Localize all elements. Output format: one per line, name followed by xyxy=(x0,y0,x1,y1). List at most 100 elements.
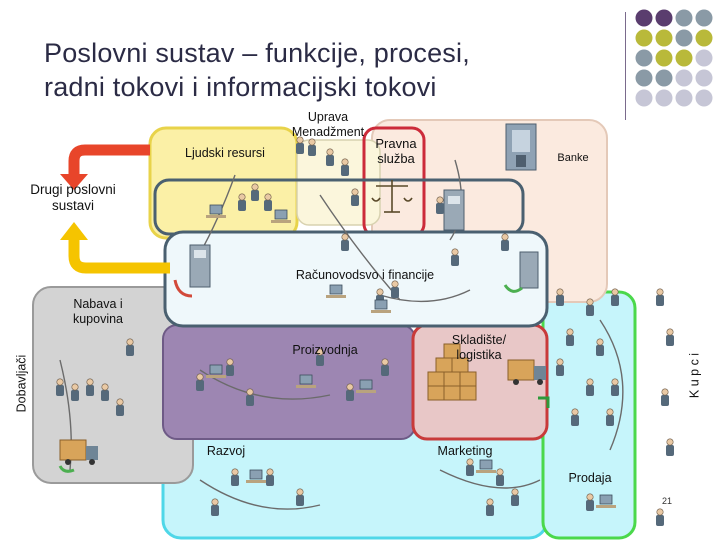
person-icon xyxy=(296,136,304,154)
person-icon xyxy=(586,493,594,511)
server-icon-1 xyxy=(189,244,211,288)
person-icon xyxy=(656,288,664,306)
decor-dot-grid xyxy=(635,9,713,107)
person-icon xyxy=(116,398,124,416)
red-arrowhead xyxy=(60,174,88,190)
decor-dot xyxy=(635,9,653,27)
decor-dot xyxy=(635,69,653,87)
scales-icon xyxy=(371,180,413,213)
label-customers: K u p c i xyxy=(687,352,702,399)
person-icon xyxy=(351,188,359,206)
server-icon-3 xyxy=(519,251,539,289)
person-icon xyxy=(486,498,494,516)
person-icon xyxy=(246,388,254,406)
red-arrow xyxy=(68,144,150,176)
decor-dot xyxy=(635,49,653,67)
truck-icon-1 xyxy=(59,439,98,465)
person-icon xyxy=(556,288,564,306)
label-legal-line2: služba xyxy=(377,151,415,166)
person-icon xyxy=(56,378,64,396)
label-warehouse-line1: Skladište/ xyxy=(451,333,507,347)
label-other-systems: Drugi poslovni sustavi xyxy=(18,182,128,214)
computer-workstation-icon xyxy=(271,209,291,223)
person-icon xyxy=(596,338,604,356)
decor-divider xyxy=(625,12,626,120)
computer-workstation-icon xyxy=(246,469,266,483)
recycle-arrow-icon-4 xyxy=(538,396,550,408)
person-icon xyxy=(341,233,349,251)
person-icon xyxy=(466,458,474,476)
person-icon xyxy=(611,288,619,306)
region-accounting xyxy=(163,230,549,328)
decor-dot xyxy=(675,89,693,107)
person-icon xyxy=(196,373,204,391)
person-icon xyxy=(316,348,324,366)
bank-building-icon xyxy=(505,123,537,171)
label-hr: Ljudski resursi xyxy=(185,146,265,160)
decor-dot xyxy=(675,29,693,47)
computer-workstation-icon xyxy=(596,494,616,508)
computer-workstation-icon xyxy=(296,374,316,388)
label-purchasing: Nabava i kupovina xyxy=(48,297,148,327)
person-icon xyxy=(266,468,274,486)
decor-dot xyxy=(695,9,713,27)
label-banks: Banke xyxy=(557,152,589,164)
person-icon xyxy=(86,378,94,396)
label-sales: Prodaja xyxy=(568,471,612,485)
person-icon xyxy=(586,378,594,396)
label-suppliers: Dobavljači xyxy=(14,354,29,413)
person-icon xyxy=(238,193,246,211)
label-management-line1: Uprava xyxy=(307,110,349,124)
person-icon xyxy=(346,383,354,401)
person-icon xyxy=(611,378,619,396)
label-management-line2: Menadžment xyxy=(291,125,365,139)
person-icon xyxy=(381,358,389,376)
label-accounting: Računovodsvo i financije xyxy=(295,268,435,282)
person-icon xyxy=(666,438,674,456)
person-icon xyxy=(71,383,79,401)
decor-dot xyxy=(655,69,673,87)
boxes-icon xyxy=(427,343,477,401)
label-warehouse-line2: logistika xyxy=(456,348,502,362)
yellow-arrowhead xyxy=(60,222,88,240)
recycle-arrow-icon-1 xyxy=(173,279,193,298)
label-other-systems-line2: sustavi xyxy=(51,198,95,213)
label-management: Uprava Menadžment xyxy=(280,110,376,140)
decor-dot xyxy=(675,69,693,87)
label-development: Razvoj xyxy=(206,444,246,458)
decor-dot xyxy=(655,89,673,107)
decor-dot xyxy=(655,49,673,67)
person-icon xyxy=(666,328,674,346)
person-icon xyxy=(606,408,614,426)
person-icon xyxy=(296,488,304,506)
computer-workstation-icon xyxy=(206,204,226,218)
computer-workstation-icon xyxy=(206,364,226,378)
person-icon xyxy=(566,328,574,346)
decor-dot xyxy=(695,89,713,107)
person-icon xyxy=(661,388,669,406)
decor-dot xyxy=(635,29,653,47)
person-icon xyxy=(231,468,239,486)
person-icon xyxy=(251,183,259,201)
recycle-arrow-icon-2 xyxy=(503,284,523,293)
person-icon xyxy=(126,338,134,356)
label-other-systems-line1: Drugi poslovni xyxy=(30,182,116,197)
title-line-2: radni tokovi i informacijski tokovi xyxy=(44,72,437,102)
person-icon xyxy=(656,508,664,526)
label-legal: Pravna služba xyxy=(364,136,428,166)
person-icon xyxy=(496,468,504,486)
person-icon xyxy=(586,298,594,316)
decor-dot xyxy=(675,49,693,67)
label-legal-line1: Pravna xyxy=(375,136,417,151)
label-purchasing-line1: Nabava i xyxy=(73,297,123,311)
person-icon xyxy=(326,148,334,166)
truck-icon-2 xyxy=(507,359,546,385)
region-management xyxy=(296,139,381,226)
person-icon xyxy=(211,498,219,516)
label-marketing: Marketing xyxy=(437,444,493,458)
label-purchasing-line2: kupovina xyxy=(72,312,124,326)
slide-title: Poslovni sustav – funkcije, procesi, rad… xyxy=(44,36,604,104)
person-icon xyxy=(436,196,444,214)
person-icon xyxy=(511,488,519,506)
